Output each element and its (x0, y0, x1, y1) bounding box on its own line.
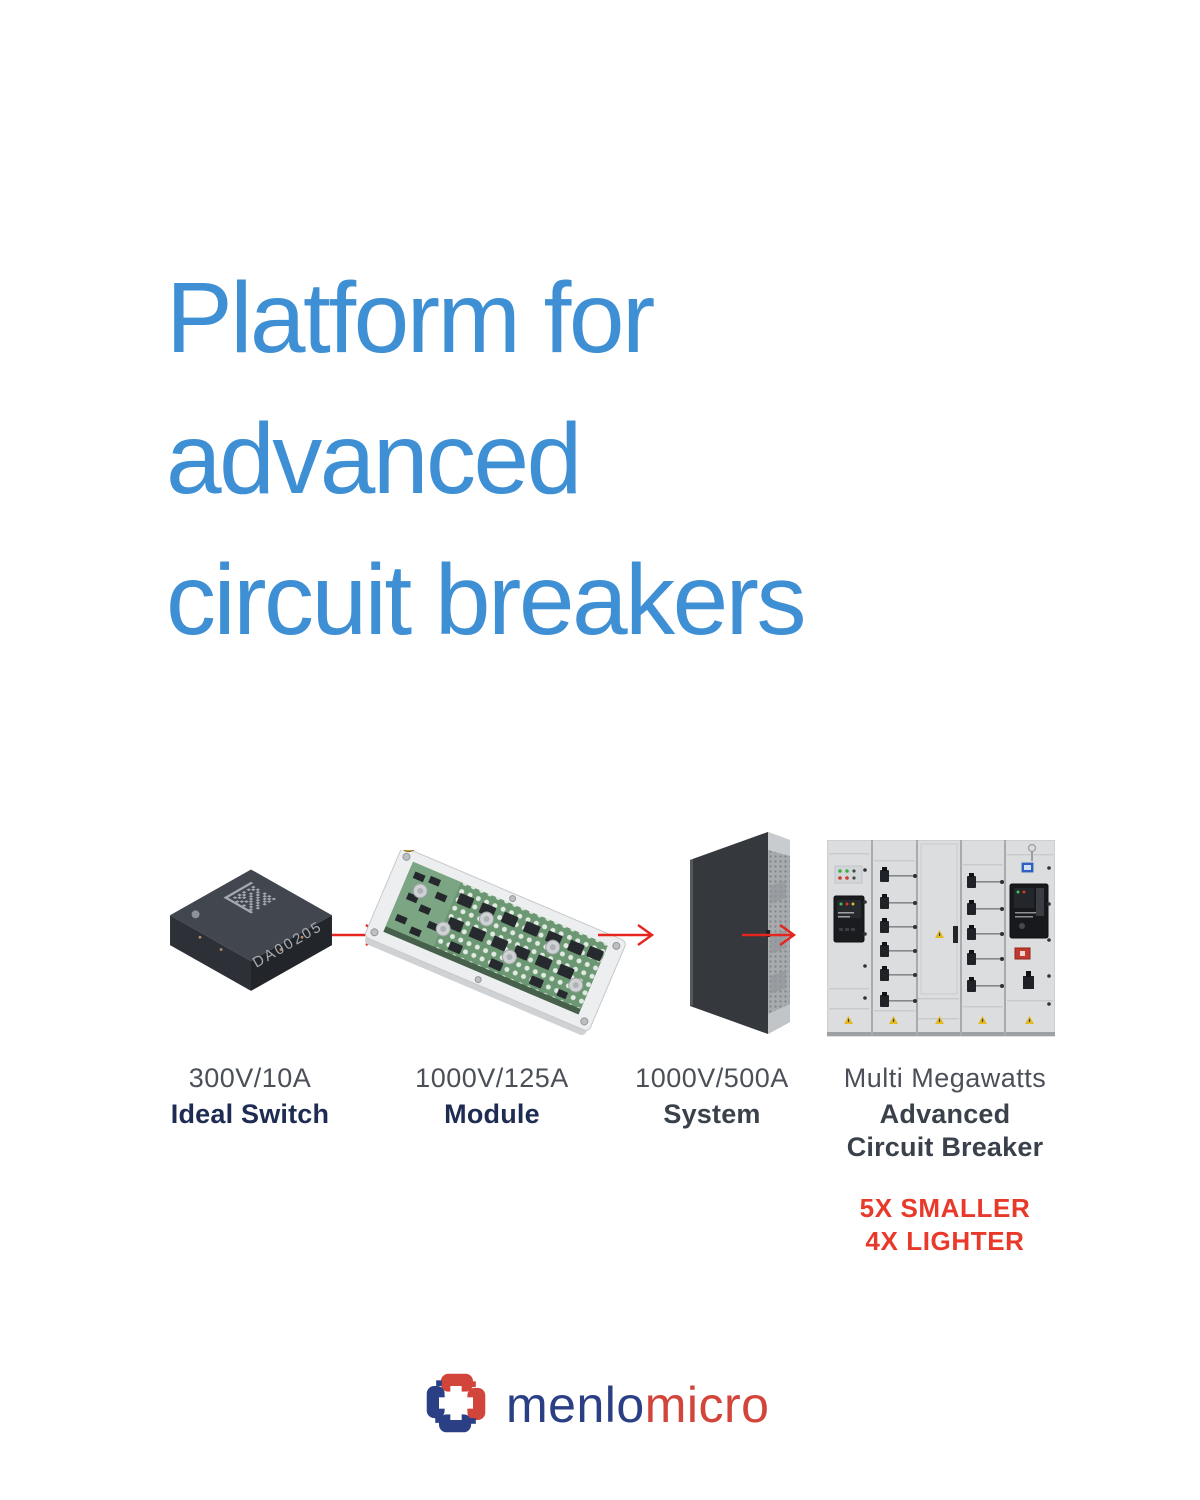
switchgear-cabinet-photo (827, 840, 1055, 1037)
label-system: 1000V/500A System (592, 1061, 832, 1131)
product-name: Advanced Circuit Breaker (846, 1099, 1044, 1162)
rating-text: 1000V/125A (415, 1063, 569, 1093)
stat-lighter: 4X LIGHTER (865, 1226, 1025, 1256)
ideal-switch-chip-image: DA00205 (170, 869, 332, 991)
rating-text: 1000V/500A (635, 1063, 789, 1093)
title-line-3: circuit breakers (166, 544, 806, 656)
product-name: Module (444, 1099, 540, 1129)
menlo-micro-logo-icon (426, 1373, 486, 1433)
title-line-1: Platform for (166, 262, 655, 374)
rating-text: 300V/10A (188, 1063, 312, 1093)
switch-module-pcb-photo (360, 850, 630, 1035)
switch-module-image (364, 850, 626, 1035)
product-name: Ideal Switch (170, 1099, 330, 1129)
switchgear-cabinet-image (827, 840, 1055, 1037)
stats-callout: 5X SMALLER 4X LIGHTER (815, 1192, 1075, 1258)
title-line-2: advanced (166, 403, 582, 515)
brand-wordmark: menlomicro (506, 1377, 769, 1433)
arrow-right-icon (598, 922, 662, 948)
page-title: Platform for advanced circuit breakers (166, 248, 806, 671)
rating-text: Multi Megawatts (843, 1063, 1047, 1093)
brand-micro: micro (644, 1377, 770, 1433)
brand-menlo: menlo (506, 1377, 645, 1433)
stat-smaller: 5X SMALLER (859, 1193, 1031, 1223)
breaker-system-unit-photo (678, 824, 794, 1042)
label-ideal-switch: 300V/10A Ideal Switch (130, 1061, 370, 1131)
label-advanced-circuit-breaker: Multi Megawatts Advanced Circuit Breaker (815, 1061, 1075, 1164)
label-module: 1000V/125A Module (372, 1061, 612, 1131)
ideal-switch-chip-photo: DA00205 (163, 864, 339, 1014)
product-name: System (663, 1099, 761, 1129)
breaker-system-image (690, 832, 790, 1034)
arrow-right-icon (742, 922, 804, 948)
